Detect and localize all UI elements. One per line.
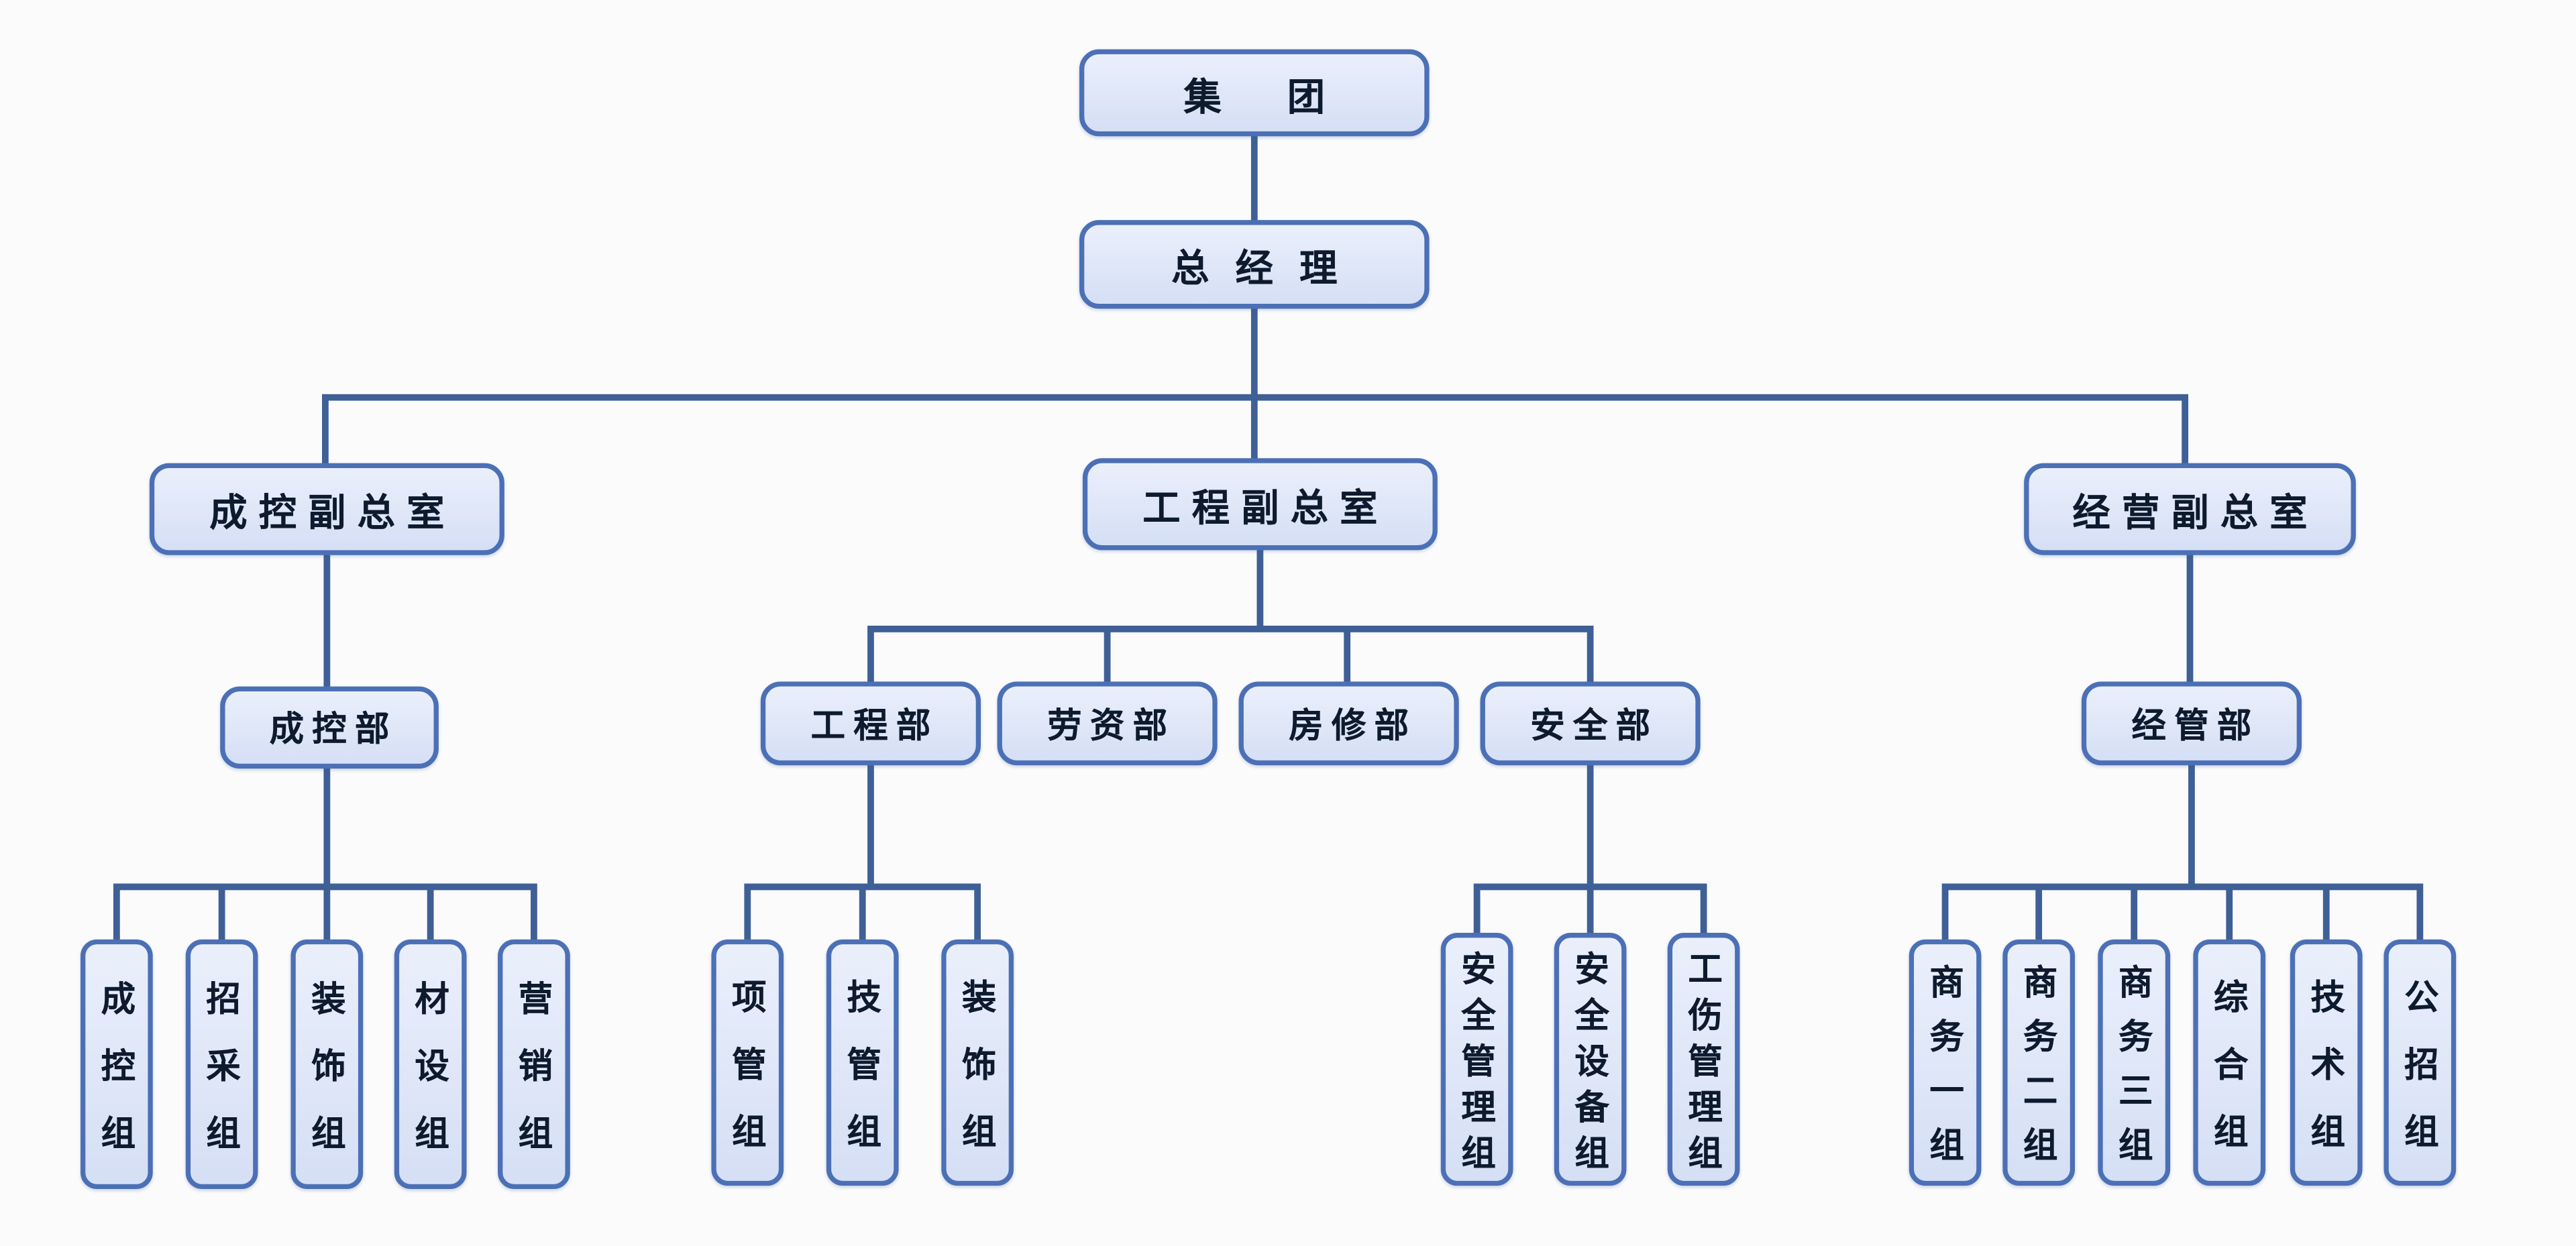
- org-node-team-jishu: 技术组: [2290, 939, 2363, 1186]
- org-node-gongcheng-dept-label: 工程部: [810, 705, 939, 745]
- org-node-laozi-dept: 劳资部: [997, 681, 1218, 766]
- org-node-team-label: 装饰组: [307, 979, 347, 1182]
- org-node-team-zhuangshi-1: 装饰组: [290, 939, 364, 1190]
- org-node-team-label: 商务一组: [1925, 964, 1965, 1181]
- org-node-chengkong-office-label: 成控副总室: [209, 492, 456, 536]
- org-node-team-shangwu-1: 商务一组: [1909, 939, 1982, 1186]
- org-node-team-zhuangshi-2: 装饰组: [941, 939, 1014, 1186]
- org-node-team-label: 工伤管理组: [1684, 950, 1723, 1180]
- org-node-team-label: 材设组: [411, 979, 451, 1182]
- org-node-jingying-office-label: 经营副总室: [2072, 492, 2319, 536]
- org-node-chengkong-dept-label: 成控部: [269, 709, 398, 749]
- org-node-team-label: 安全设备组: [1570, 950, 1611, 1180]
- org-node-team-yingxiao: 营销组: [498, 939, 570, 1190]
- org-node-team-label: 安全管理组: [1457, 950, 1497, 1180]
- org-node-team-chengkong: 成控组: [80, 939, 153, 1190]
- org-node-jingguan-dept-label: 经管部: [2131, 705, 2260, 745]
- org-node-team-label: 项管组: [727, 978, 767, 1180]
- org-node-gongcheng-office: 工程副总室: [1082, 458, 1438, 551]
- org-node-team-shangwu-2: 商务二组: [2002, 939, 2076, 1186]
- org-node-team-gongshang-guanli: 工伤管理组: [1667, 933, 1740, 1186]
- org-node-gongcheng-dept: 工程部: [760, 681, 981, 766]
- org-node-team-label: 营销组: [514, 979, 554, 1182]
- org-node-anquan-dept: 安全部: [1480, 681, 1701, 766]
- org-node-team-anquan-shebei: 安全设备组: [1554, 933, 1627, 1186]
- org-node-group-label: 集团: [1183, 76, 1391, 119]
- org-node-team-label: 招采组: [202, 979, 242, 1182]
- org-node-gongcheng-office-label: 工程副总室: [1142, 488, 1389, 531]
- org-node-team-xiangguan: 项管组: [711, 939, 784, 1186]
- org-node-team-label: 成控组: [97, 979, 137, 1182]
- org-node-team-anquan-guanli: 安全管理组: [1440, 933, 1513, 1186]
- org-node-laozi-dept-label: 劳资部: [1047, 705, 1176, 745]
- org-node-team-gongzhao: 公招组: [2383, 939, 2457, 1186]
- org-node-team-label: 商务三组: [2114, 964, 2154, 1181]
- org-node-jingying-office: 经营副总室: [2024, 463, 2356, 555]
- org-node-chengkong-office: 成控副总室: [149, 463, 504, 555]
- org-node-team-caishe: 材设组: [394, 939, 467, 1190]
- org-node-general-manager: 总经理: [1079, 220, 1430, 309]
- org-node-fangxiu-dept-label: 房修部: [1289, 705, 1417, 745]
- org-node-jingguan-dept: 经管部: [2081, 681, 2302, 766]
- org-node-team-label: 公招组: [2400, 978, 2440, 1180]
- org-node-team-jiguan: 技管组: [826, 939, 899, 1186]
- org-node-team-label: 装饰组: [957, 978, 998, 1180]
- org-node-general-manager-label: 总经理: [1171, 247, 1364, 291]
- org-node-team-label: 商务二组: [2019, 964, 2059, 1181]
- org-node-fangxiu-dept: 房修部: [1238, 681, 1459, 766]
- org-node-anquan-dept-label: 安全部: [1530, 705, 1659, 745]
- org-node-team-label: 技术组: [2306, 978, 2347, 1180]
- org-node-team-label: 综合组: [2209, 978, 2249, 1180]
- org-node-team-shangwu-3: 商务三组: [2098, 939, 2171, 1186]
- org-node-group: 集团: [1079, 49, 1430, 137]
- org-node-team-label: 技管组: [843, 978, 883, 1180]
- org-node-team-zonghe: 综合组: [2193, 939, 2266, 1186]
- org-node-team-zhaocai: 招采组: [185, 939, 258, 1190]
- org-node-chengkong-dept: 成控部: [220, 686, 439, 769]
